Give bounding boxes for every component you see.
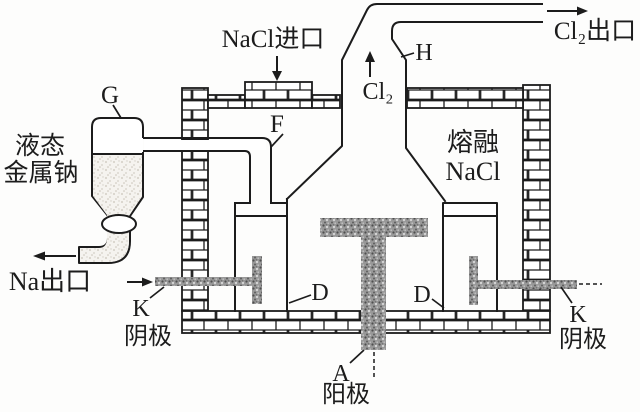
furnace-roof-mid: [311, 94, 341, 109]
label-anode: 阳极: [322, 381, 370, 408]
label-liquid-na-1: 液态: [15, 132, 65, 160]
furnace-roof-left: [207, 94, 246, 109]
label-k-left: K: [132, 296, 150, 322]
label-cathode-left: 阴极: [124, 323, 172, 350]
cathode-left-plate: [252, 256, 262, 304]
label-cl2-gas: Cl₂: [362, 79, 393, 105]
leader-g: [112, 104, 122, 119]
chimney-left-wall: [285, 3, 543, 201]
leader-d-right: [431, 298, 445, 309]
label-cathode-right: 阴极: [559, 326, 607, 353]
nacl-inlet-port: [244, 81, 313, 109]
label-d-left: D: [311, 280, 328, 306]
cathode-right-assembly: [469, 256, 602, 305]
na-outlet-arrow: [33, 251, 76, 261]
nacl-inlet-arrow: [272, 56, 282, 81]
left-collector-walls: [234, 198, 288, 312]
leader-d-left: [288, 294, 312, 304]
riser-pipe-body: [144, 140, 266, 150]
leader-f: [270, 133, 284, 148]
label-f: F: [270, 111, 284, 138]
label-molten-1: 熔融: [447, 128, 499, 157]
receiver-valve-bulge: [101, 214, 137, 234]
leader-k-left: [149, 286, 165, 299]
label-nacl-inlet: NaCl进口: [222, 26, 325, 53]
labels: NaCl进口 Cl₂出口 H Cl₂ G F 液态 金属钠 熔融 NaCl Na…: [3, 17, 636, 408]
anode-stem: [361, 237, 386, 350]
label-k-right: K: [569, 302, 587, 328]
anode-assembly: [320, 218, 428, 378]
furnace-roof-right: [406, 87, 524, 109]
chlorine-hood: [285, 3, 543, 203]
leader-k-right: [560, 286, 573, 304]
liquid-sodium-fill: [80, 154, 142, 262]
collector-right: [442, 202, 498, 312]
right-collector-walls: [442, 215, 498, 312]
flow-arrows: [33, 6, 588, 287]
riser-pipe-bottom-wall: [142, 150, 251, 204]
leader-lines: [112, 52, 573, 364]
label-a: A: [332, 361, 350, 387]
chimney-right-wall-hood: [391, 21, 543, 203]
sodium-receiver: [78, 117, 144, 264]
label-g: G: [101, 82, 119, 109]
cl2-rise-arrow: [365, 51, 375, 77]
label-molten-2: NaCl: [446, 157, 501, 186]
label-cl2-outlet: Cl₂出口: [554, 17, 636, 45]
label-liquid-na-2: 金属钠: [3, 159, 78, 187]
cathode-right-rod: [476, 280, 577, 289]
right-collector-collar: [442, 202, 498, 217]
cathode-left-assembly: [155, 256, 262, 304]
label-d-right: D: [413, 282, 430, 308]
furnace-wall-right: [522, 84, 551, 312]
cl2-outlet-arrow: [547, 6, 588, 16]
label-h: H: [415, 40, 432, 66]
cathode-right-plate: [469, 256, 478, 305]
label-na-outlet: Na出口: [9, 267, 91, 296]
leader-h: [400, 52, 415, 58]
cathode-left-rod: [155, 277, 255, 286]
cathode-left-arrow: [127, 277, 153, 287]
anode-top-bar: [320, 218, 428, 237]
leader-a: [349, 349, 365, 364]
